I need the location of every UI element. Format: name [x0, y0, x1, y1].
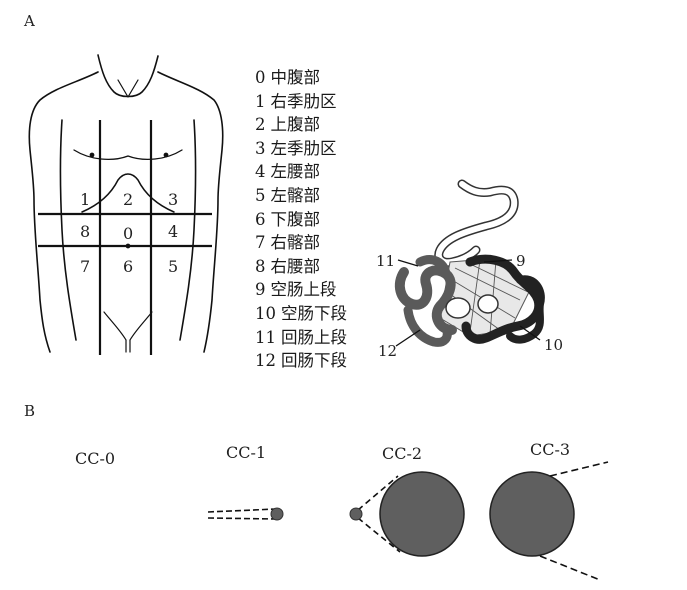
grid-label-7: 7	[80, 257, 90, 276]
cc-1-illustration	[207, 507, 284, 521]
cc-1-label: CC-1	[226, 443, 266, 462]
callout-9: 9	[516, 252, 526, 270]
grid-label-6: 6	[123, 257, 133, 276]
callout-lines	[395, 259, 541, 347]
callout-10: 10	[544, 336, 563, 354]
cc-3-illustration	[489, 461, 609, 581]
grid-label-5: 5	[168, 257, 178, 276]
intestine-illustration	[394, 179, 545, 347]
cc-2-label: CC-2	[382, 444, 422, 463]
cc-0-label: CC-0	[75, 449, 115, 468]
grid-label-0: 0	[123, 224, 133, 243]
grid-label-4: 4	[168, 222, 178, 241]
grid-label-2: 2	[123, 190, 133, 209]
grid-label-8: 8	[80, 222, 90, 241]
panel-b-label: B	[24, 402, 36, 420]
grid-label-1: 1	[80, 190, 90, 209]
abdominal-grid	[38, 120, 212, 355]
grid-label-3: 3	[168, 190, 178, 209]
torso-outline	[28, 54, 224, 353]
callout-11: 11	[376, 252, 395, 270]
cc-3-label: CC-3	[530, 440, 570, 459]
callout-12: 12	[378, 342, 397, 360]
panel-a-label: A	[24, 12, 35, 30]
cc-2-illustration	[349, 471, 465, 557]
